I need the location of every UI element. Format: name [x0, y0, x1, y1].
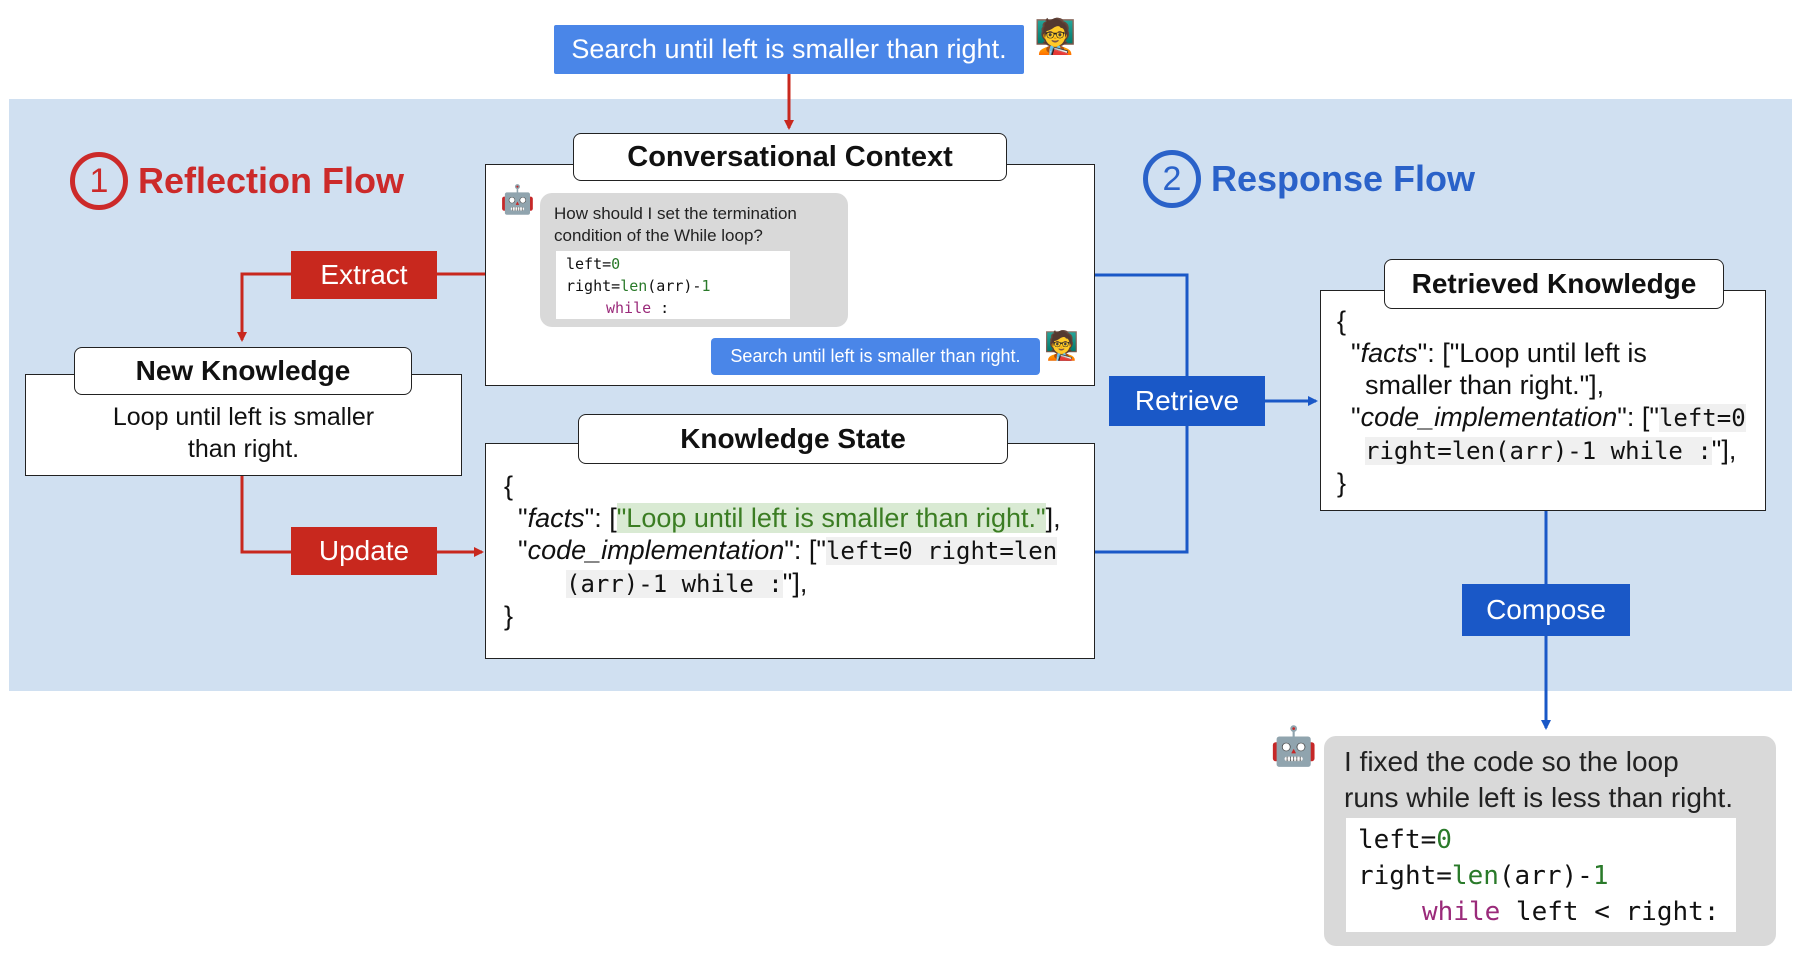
- retrieve-label: Retrieve: [1109, 376, 1265, 426]
- question-code-block: left=0 right=len(arr)-1 while :: [556, 251, 790, 319]
- extract-label: Extract: [291, 251, 437, 299]
- final-response-line-2: runs while left is less than right.: [1344, 782, 1734, 813]
- rk-open-brace: {: [1337, 306, 1347, 336]
- retrieved-knowledge-title: Retrieved Knowledge: [1384, 259, 1724, 309]
- final-response-bubble: I fixed the code so the loop runs while …: [1324, 736, 1776, 946]
- rk-facts-line: "facts": ["Loop until left is: [1351, 338, 1647, 368]
- ks-open-brace: {: [504, 471, 514, 501]
- ks-code-line-2: (arr)-1 while :"],: [566, 568, 808, 598]
- reflection-title-text: Reflection Flow: [138, 160, 405, 201]
- user-reply-bubble: Search until left is smaller than right.: [711, 338, 1040, 375]
- retrieved-knowledge-box: { "facts": ["Loop until left is smaller …: [1320, 290, 1766, 511]
- user-icon: 🧑‍🏫: [1034, 18, 1077, 56]
- compose-label: Compose: [1462, 584, 1630, 636]
- conversational-context-title: Conversational Context: [573, 133, 1007, 181]
- new-knowledge-title: New Knowledge: [74, 347, 412, 395]
- reflection-number: 1: [70, 152, 128, 210]
- robot-icon: 🤖: [1270, 726, 1318, 768]
- ks-close-brace: }: [504, 601, 514, 631]
- ks-facts-value: "Loop until left is smaller than right.": [616, 503, 1046, 533]
- ks-code-line: "code_implementation": ["left=0 right=le…: [518, 535, 1058, 565]
- top-user-query: Search until left is smaller than right.: [554, 25, 1024, 74]
- final-response-line-1: I fixed the code so the loop: [1344, 746, 1679, 777]
- response-title-text: Response Flow: [1211, 158, 1476, 199]
- user-icon: 🧑‍🏫: [1044, 330, 1079, 361]
- response-number: 2: [1143, 150, 1201, 208]
- knowledge-state-title: Knowledge State: [578, 414, 1008, 464]
- question-line-2: condition of the While loop?: [554, 226, 763, 245]
- reflection-flow-title: 1 Reflection Flow: [70, 152, 404, 210]
- response-flow-title: 2 Response Flow: [1143, 150, 1475, 208]
- rk-facts-line-2: smaller than right."],: [1365, 370, 1605, 400]
- rk-code-line: "code_implementation": ["left=0: [1351, 402, 1746, 432]
- rk-close-brace: }: [1337, 468, 1347, 498]
- new-knowledge-line-1: Loop until left is smaller: [112, 403, 375, 431]
- assistant-question-bubble: How should I set the termination conditi…: [540, 193, 848, 327]
- new-knowledge-line-2: than right.: [187, 435, 300, 463]
- robot-icon: 🤖: [500, 184, 535, 215]
- ks-facts-line: "facts": ["Loop until left is smaller th…: [518, 503, 1061, 533]
- knowledge-state-box: { "facts": ["Loop until left is smaller …: [485, 443, 1095, 659]
- final-code-block: left=0 right=len(arr)-1 while left < rig…: [1346, 818, 1736, 932]
- update-label: Update: [291, 527, 437, 575]
- rk-code-line-2: right=len(arr)-1 while :"],: [1365, 435, 1737, 465]
- question-line-1: How should I set the termination: [554, 204, 797, 223]
